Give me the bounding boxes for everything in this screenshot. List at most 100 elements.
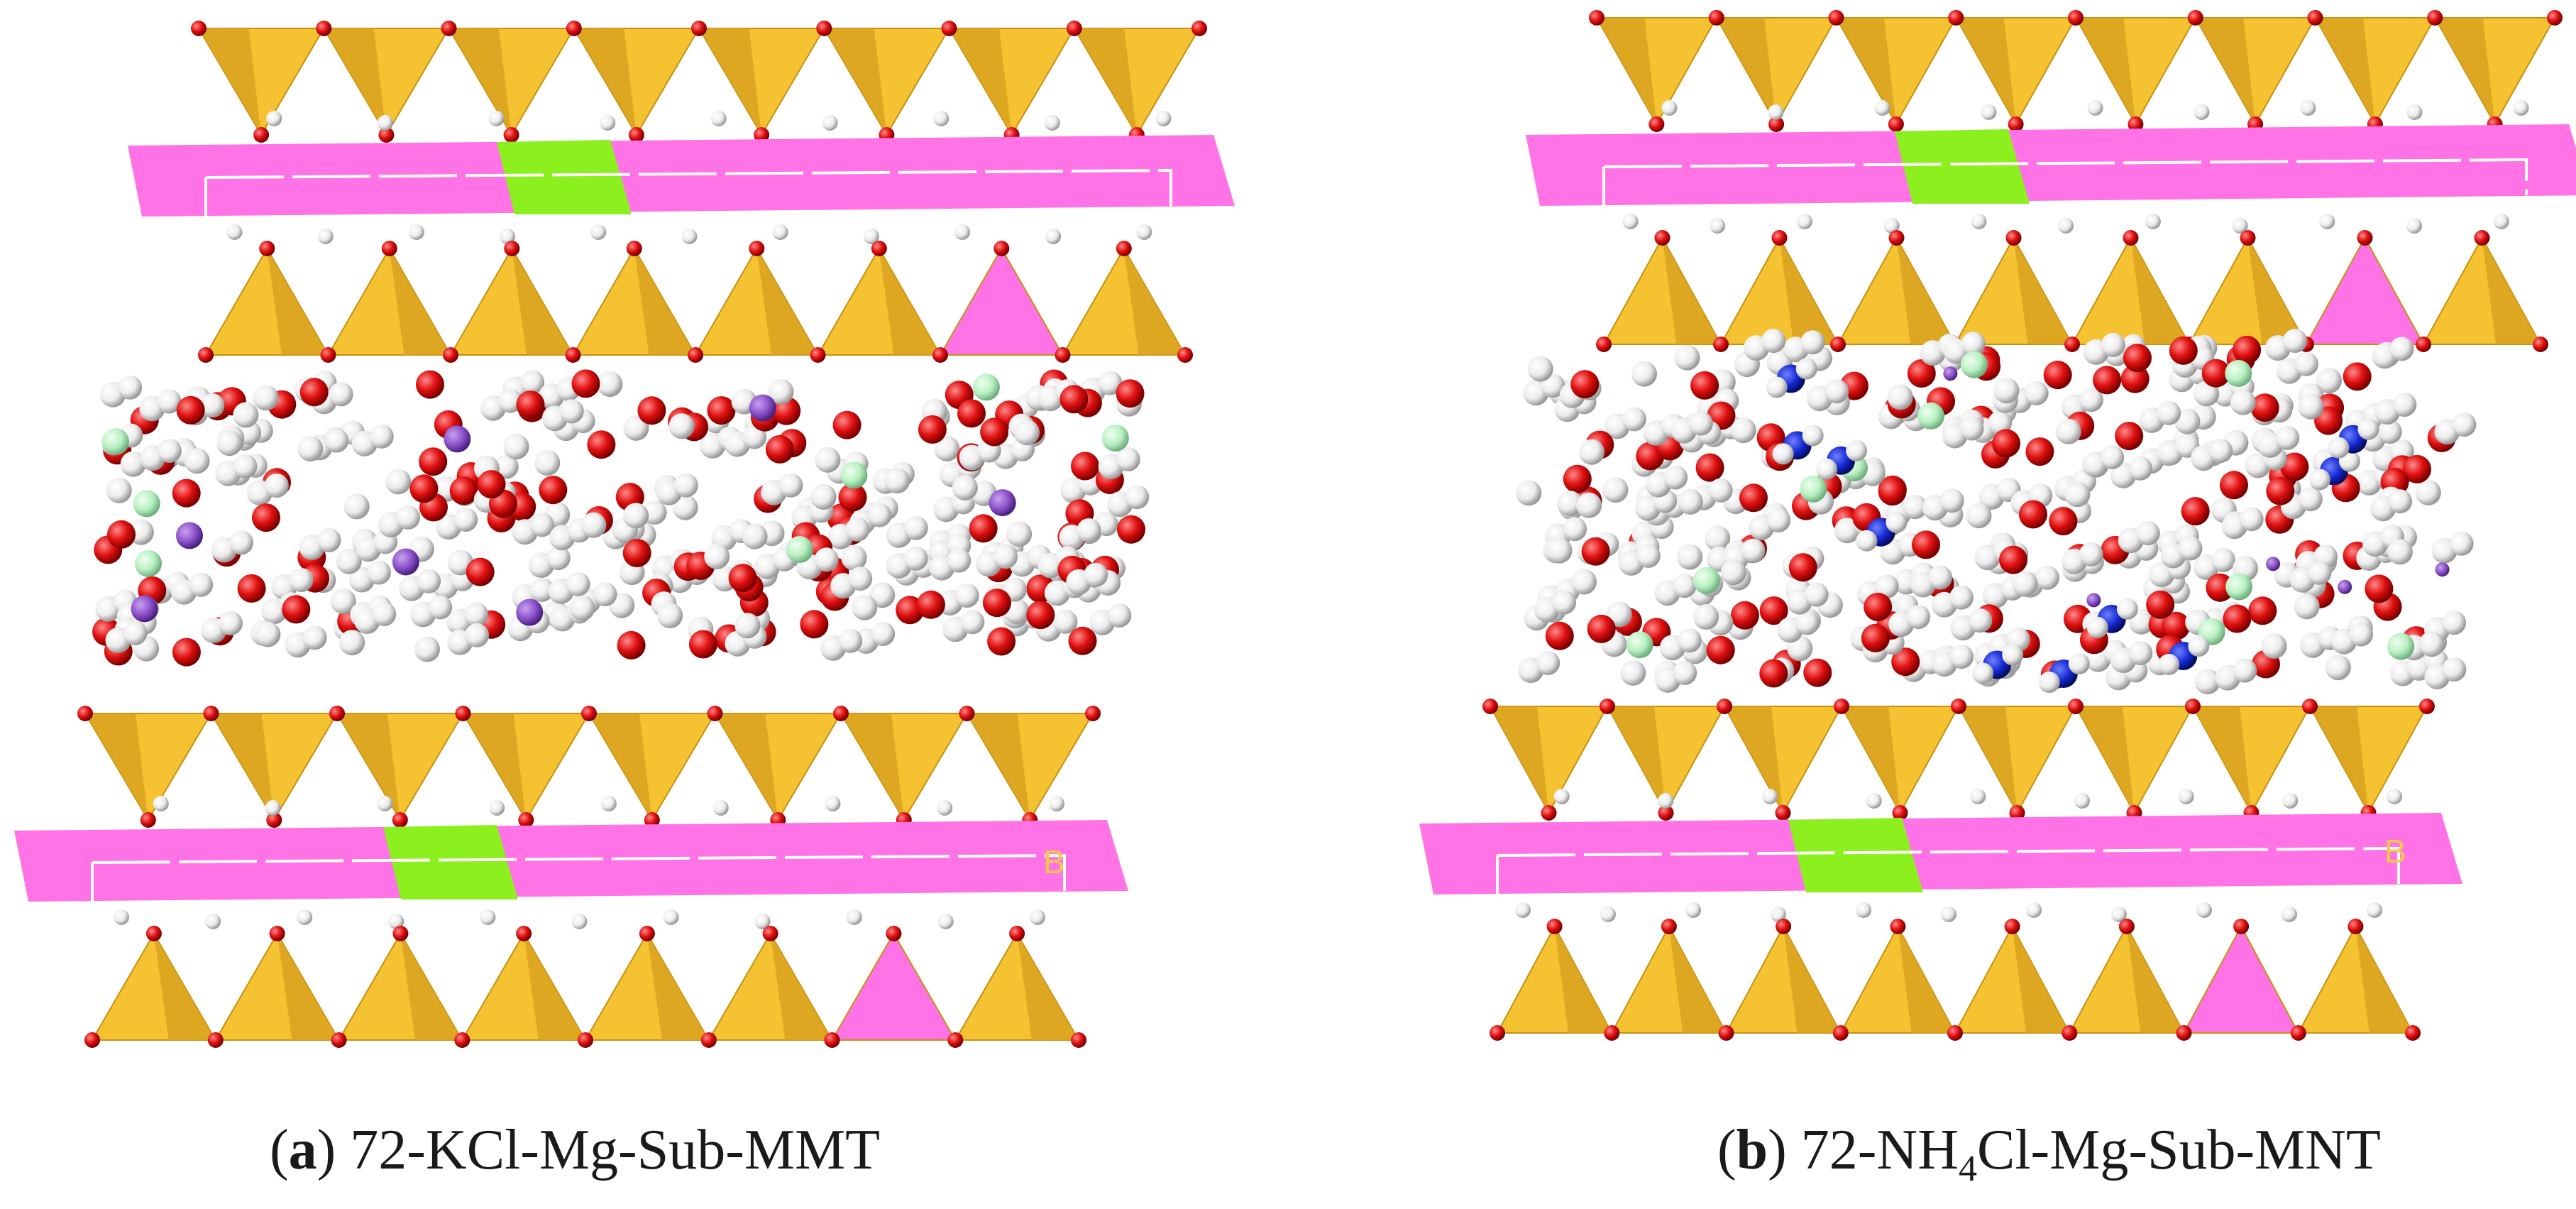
hydrogen-atom — [814, 547, 839, 572]
oxygen-atom — [1690, 371, 1719, 400]
hydrogen-atom — [734, 613, 761, 639]
oxygen-atom — [140, 812, 156, 828]
hydrogen-atom — [1029, 909, 1045, 925]
chloride-ion — [2387, 633, 2415, 660]
hydrogen-atom — [324, 428, 349, 453]
hydrogen-atom — [1949, 585, 1974, 610]
hydrogen-atom — [396, 505, 420, 530]
hydrogen-atom — [1045, 229, 1062, 244]
hydrogen-atom — [2493, 214, 2509, 229]
hydrogen-atom — [1720, 559, 1746, 586]
tetrahedron-face — [770, 934, 832, 1040]
oxygen-atom — [1759, 596, 1788, 625]
oxygen-atom — [2405, 1025, 2421, 1041]
hydrogen-atom — [2316, 368, 2342, 394]
oxygen-atom — [1658, 805, 1674, 821]
hydrogen-atom — [1044, 115, 1060, 131]
hydrogen-atom — [1846, 439, 1868, 461]
potassium-ion — [131, 595, 158, 623]
hydrogen-atom — [742, 425, 767, 449]
tetrahedron-face — [2482, 238, 2541, 344]
hydrogen-atom — [2387, 789, 2402, 804]
unit-cell-boundary — [91, 853, 1066, 902]
oxygen-atom — [2005, 230, 2022, 246]
hydrogen-atom — [377, 115, 393, 131]
hydrogen-atom — [1515, 902, 1531, 918]
oxygen-atom — [320, 347, 336, 363]
potassium-ion — [749, 394, 776, 422]
hydrogen-atom — [2449, 531, 2474, 556]
oxygen-atom — [1891, 647, 1920, 677]
chloride-ion — [133, 490, 160, 518]
hydrogen-atom — [2194, 381, 2220, 407]
hydrogen-atom — [1636, 543, 1661, 568]
mg-substitution-site — [1895, 129, 2030, 204]
potassium-ion — [989, 489, 1016, 517]
oxygen-atom — [707, 396, 736, 425]
hydrogen-atom — [157, 439, 182, 464]
hydrogen-atom — [1155, 111, 1172, 126]
oxygen-atom — [2547, 10, 2563, 26]
hydrogen-atom — [2418, 631, 2445, 657]
hydrogen-atom — [1705, 525, 1731, 552]
hydrogen-atom — [623, 415, 649, 441]
tetrahedron-face — [573, 28, 637, 135]
oxygen-atom — [416, 370, 444, 399]
oxygen-atom — [1718, 1025, 1734, 1041]
oxygen-atom — [1951, 699, 1966, 714]
tetrahedron-face — [1597, 18, 1657, 124]
hydrogen-atom — [329, 382, 353, 407]
hydrogen-atom — [933, 111, 950, 126]
oxygen-atom — [1581, 537, 1610, 566]
oxygen-atom — [378, 127, 395, 143]
hydrogen-atom — [317, 527, 341, 552]
hydrogen-atom — [2406, 218, 2422, 234]
hydrogen-atom — [2282, 793, 2299, 809]
hydrogen-atom — [2196, 902, 2212, 918]
hydrogen-atom — [2208, 439, 2233, 464]
hydrogen-atom — [566, 571, 590, 596]
hydrogen-atom — [580, 512, 607, 538]
hydrogen-atom — [937, 800, 953, 816]
hydrogen-atom — [184, 448, 210, 474]
hydrogen-atom — [657, 603, 683, 628]
tetrahedron-face — [2013, 238, 2072, 344]
oxygen-atom — [637, 396, 666, 425]
hydrogen-atom — [339, 630, 365, 656]
hydrogen-atom — [1710, 218, 1726, 234]
oxygen-atom — [832, 410, 862, 439]
oxygen-atom — [2146, 590, 2175, 619]
hydrogen-atom — [1661, 100, 1678, 116]
oxygen-atom — [1191, 21, 1207, 36]
hydrogen-atom — [2319, 214, 2335, 229]
tetrahedron-face — [448, 28, 512, 135]
oxygen-atom — [2019, 500, 2047, 529]
hydrogen-atom — [1928, 565, 1952, 590]
oxygen-atom — [2025, 437, 2054, 466]
tetrahedron-face — [85, 713, 148, 820]
oxygen-atom — [578, 1032, 593, 1048]
hydrogen-atom — [838, 628, 863, 653]
hydrogen-atom — [302, 625, 327, 650]
tetrahedron-face — [1554, 926, 1612, 1033]
oxygen-atom — [2248, 596, 2277, 625]
hydrogen-atom — [848, 567, 873, 591]
hydrogen-atom — [952, 474, 978, 500]
hydrogen-atom — [772, 224, 788, 240]
hydrogen-atom — [2294, 593, 2320, 620]
hydrogen-atom — [2307, 560, 2332, 585]
hydrogen-atom — [1622, 407, 1646, 432]
tetrahedron-face — [400, 934, 463, 1040]
hydrogen-atom — [1874, 574, 1899, 599]
hydrogen-atom — [1966, 503, 1992, 529]
oxygen-atom — [1604, 1025, 1620, 1041]
hydrogen-atom — [2188, 635, 2210, 657]
hydrogen-atom — [1677, 628, 1702, 653]
tetrahedron-face — [646, 934, 709, 1040]
oxygen-atom — [1888, 116, 1904, 132]
hydrogen-atom — [2283, 329, 2308, 354]
oxygen-atom — [2533, 337, 2548, 352]
oxygen-atom — [1177, 347, 1193, 363]
hydrogen-atom — [1856, 530, 1878, 552]
oxygen-atom — [1888, 230, 1905, 246]
